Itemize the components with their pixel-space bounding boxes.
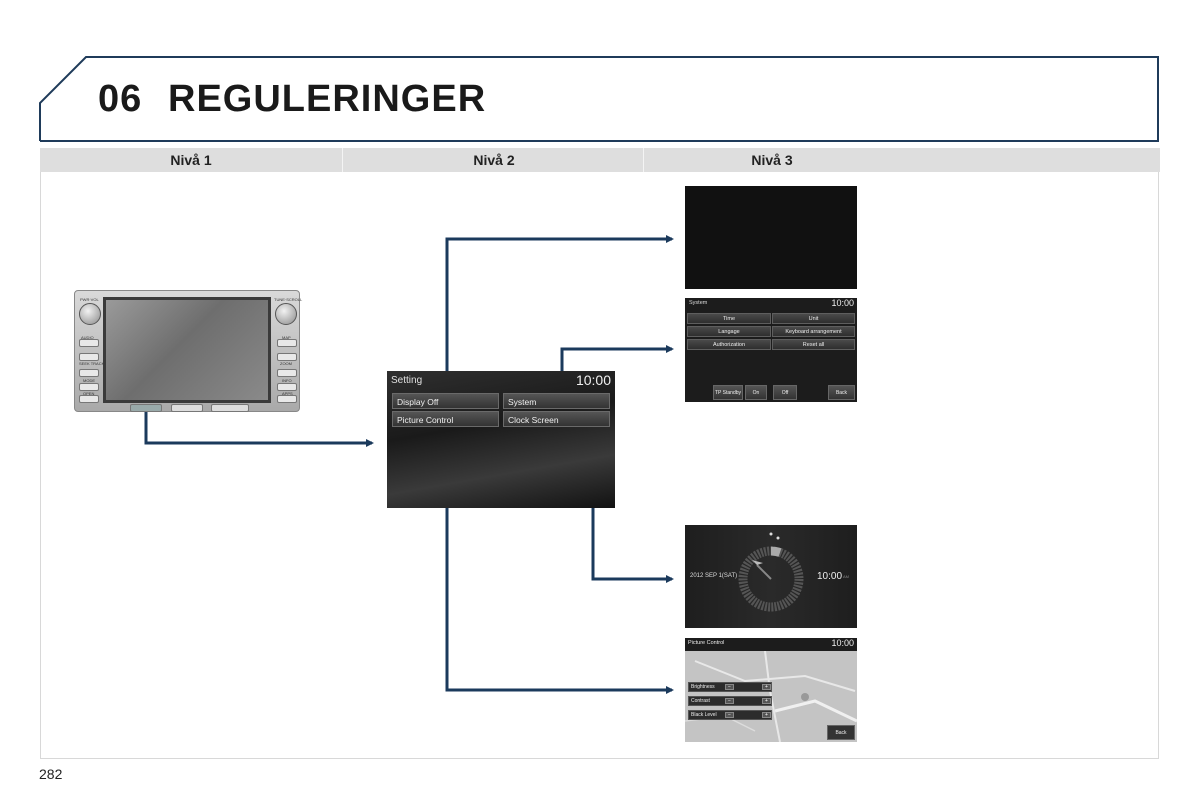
picture-control-back-button[interactable]: Back xyxy=(827,725,855,740)
mode-button[interactable] xyxy=(79,383,99,391)
unit-label: PWR·VOL xyxy=(80,297,99,302)
tp-standby-label: TP Standby xyxy=(713,385,743,400)
brightness-label: Brightness xyxy=(691,684,715,690)
column-level-1: Nivå 1 xyxy=(170,152,212,168)
clock-ampm: AM xyxy=(843,574,849,579)
black-level-row: Black Level − + xyxy=(688,710,772,720)
volume-knob[interactable] xyxy=(79,303,101,325)
apps-button[interactable] xyxy=(277,395,297,403)
language-button[interactable]: Langage xyxy=(687,326,771,337)
system-title: System xyxy=(689,300,708,306)
level-column-header: Nivå 1 Nivå 2 Nivå 3 xyxy=(40,148,1160,172)
contrast-row: Contrast − + xyxy=(688,696,772,706)
unit-label: APPS xyxy=(282,391,293,396)
setting-screen: Setting 10:00 Display Off System Picture… xyxy=(387,371,615,508)
picture-control-button[interactable]: Picture Control xyxy=(392,411,499,427)
unit-label: MODE xyxy=(83,378,95,383)
seek-down-button[interactable] xyxy=(79,369,99,377)
seek-up-button[interactable] xyxy=(79,353,99,361)
brightness-plus-button[interactable]: + xyxy=(762,684,771,690)
arrow-to-picture-control xyxy=(445,508,674,694)
display-off-screen xyxy=(685,186,857,289)
picture-control-screen: Picture Control 10:00 Brightness − + Con… xyxy=(685,638,857,742)
unit-label: TUNE·SCROLL xyxy=(274,297,303,302)
authorization-button[interactable]: Authorization xyxy=(687,339,771,350)
menu-button[interactable] xyxy=(211,404,249,412)
setup-button[interactable] xyxy=(130,404,162,412)
time-button[interactable]: Time xyxy=(687,313,771,324)
reset-all-button[interactable]: Reset all xyxy=(772,339,855,350)
black-level-label: Black Level xyxy=(691,712,717,718)
brightness-row: Brightness − + xyxy=(688,682,772,692)
chapter-title: REGULERINGER xyxy=(168,78,487,120)
chapter-header-frame xyxy=(39,56,1159,142)
unit-label: SEEK TRACK xyxy=(79,361,105,366)
zoom-in-button[interactable] xyxy=(277,353,297,361)
arrow-to-system xyxy=(560,345,674,371)
contrast-plus-button[interactable]: + xyxy=(762,698,771,704)
system-button[interactable]: System xyxy=(503,393,610,409)
arrow-to-clock xyxy=(591,508,674,583)
picture-control-clock: 10:00 xyxy=(831,638,854,648)
clock-date: 2012 SEP 1(SAT) xyxy=(690,573,738,579)
zoom-out-button[interactable] xyxy=(277,369,297,377)
unit-label: AUDIO xyxy=(81,335,94,340)
contrast-label: Contrast xyxy=(691,698,710,704)
setting-title: Setting xyxy=(391,375,423,386)
black-level-minus-button[interactable]: − xyxy=(725,712,734,718)
open-button[interactable] xyxy=(79,395,99,403)
head-unit-display[interactable] xyxy=(103,297,271,403)
contrast-minus-button[interactable]: − xyxy=(725,698,734,704)
picture-control-titlebar xyxy=(685,638,857,651)
audio-button[interactable] xyxy=(79,339,99,347)
black-level-plus-button[interactable]: + xyxy=(762,712,771,718)
audio-head-unit: PWR·VOL TUNE·SCROLL AUDIO SEEK TRACK MOD… xyxy=(74,290,303,412)
info-button[interactable] xyxy=(277,383,297,391)
picture-control-title: Picture Control xyxy=(688,640,725,646)
tp-on-button[interactable]: On xyxy=(745,385,767,400)
column-level-3: Nivå 3 xyxy=(751,152,793,168)
clock-screen: 2012 SEP 1(SAT) 10:00 AM xyxy=(685,525,857,628)
tp-off-button[interactable]: Off xyxy=(773,385,797,400)
arrow-to-display-off xyxy=(445,235,674,371)
system-clock: 10:00 xyxy=(831,298,854,308)
system-screen: System 10:00 Time Unit Langage Keyboard … xyxy=(685,298,857,402)
unit-button[interactable]: Unit xyxy=(772,313,855,324)
map-button[interactable] xyxy=(277,339,297,347)
unit-label: INFO xyxy=(282,378,292,383)
unit-label: ZOOM xyxy=(280,361,292,366)
disc-eject-button[interactable] xyxy=(171,404,203,412)
tune-knob[interactable] xyxy=(275,303,297,325)
unit-label: OPEN xyxy=(83,391,95,396)
keyboard-arrangement-button[interactable]: Keyboard arrangement xyxy=(772,326,855,337)
column-level-2: Nivå 2 xyxy=(473,152,515,168)
clock-time: 10:00 xyxy=(817,571,843,582)
display-off-button[interactable]: Display Off xyxy=(392,393,499,409)
page-number: 282 xyxy=(39,766,63,782)
setting-clock: 10:00 xyxy=(575,372,611,388)
unit-label: MAP xyxy=(282,335,291,340)
arrow-unit-to-setting xyxy=(144,410,374,447)
back-button[interactable]: Back xyxy=(828,385,855,400)
analog-clock-dial xyxy=(738,532,804,612)
content-frame xyxy=(40,172,1159,759)
chapter-number: 06 xyxy=(98,78,143,120)
clock-screen-button[interactable]: Clock Screen xyxy=(503,411,610,427)
brightness-minus-button[interactable]: − xyxy=(725,684,734,690)
